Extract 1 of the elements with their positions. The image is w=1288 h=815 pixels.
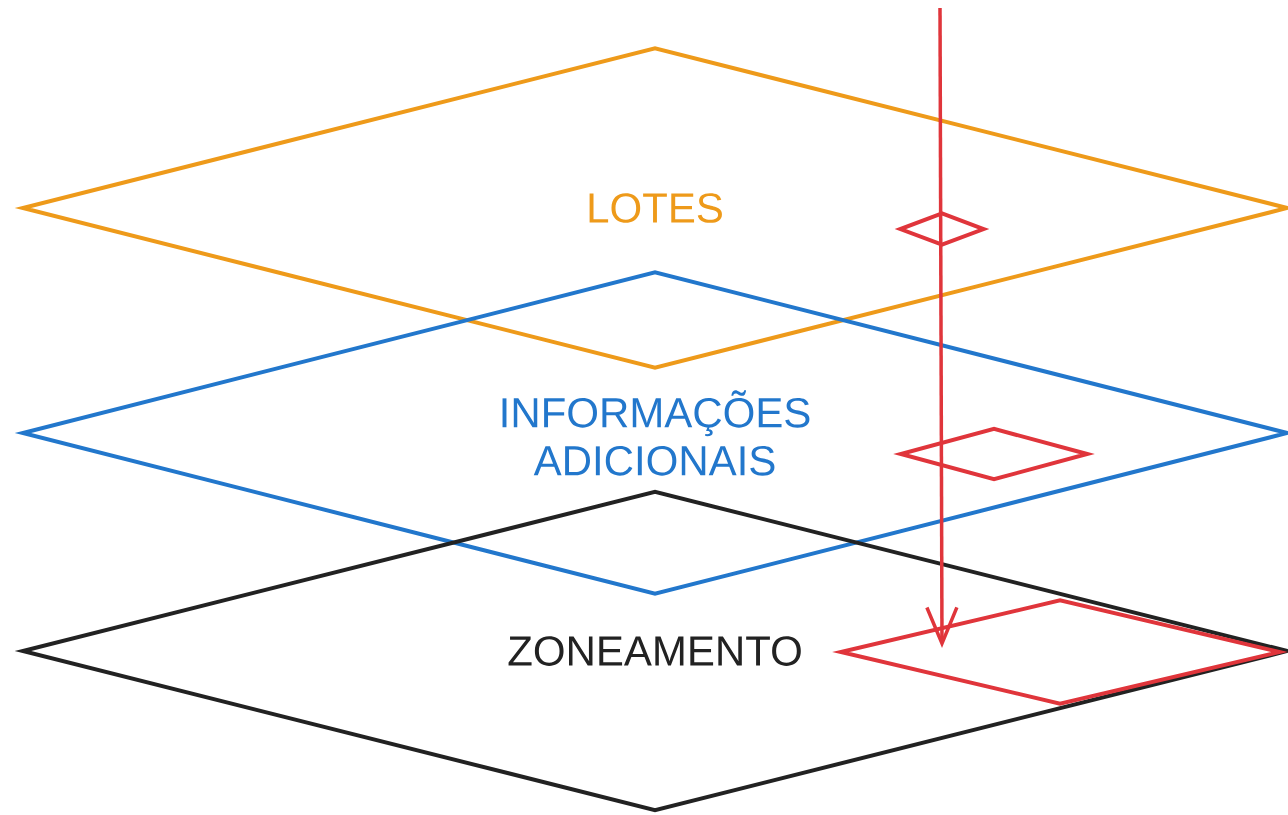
arrow xyxy=(925,8,959,648)
